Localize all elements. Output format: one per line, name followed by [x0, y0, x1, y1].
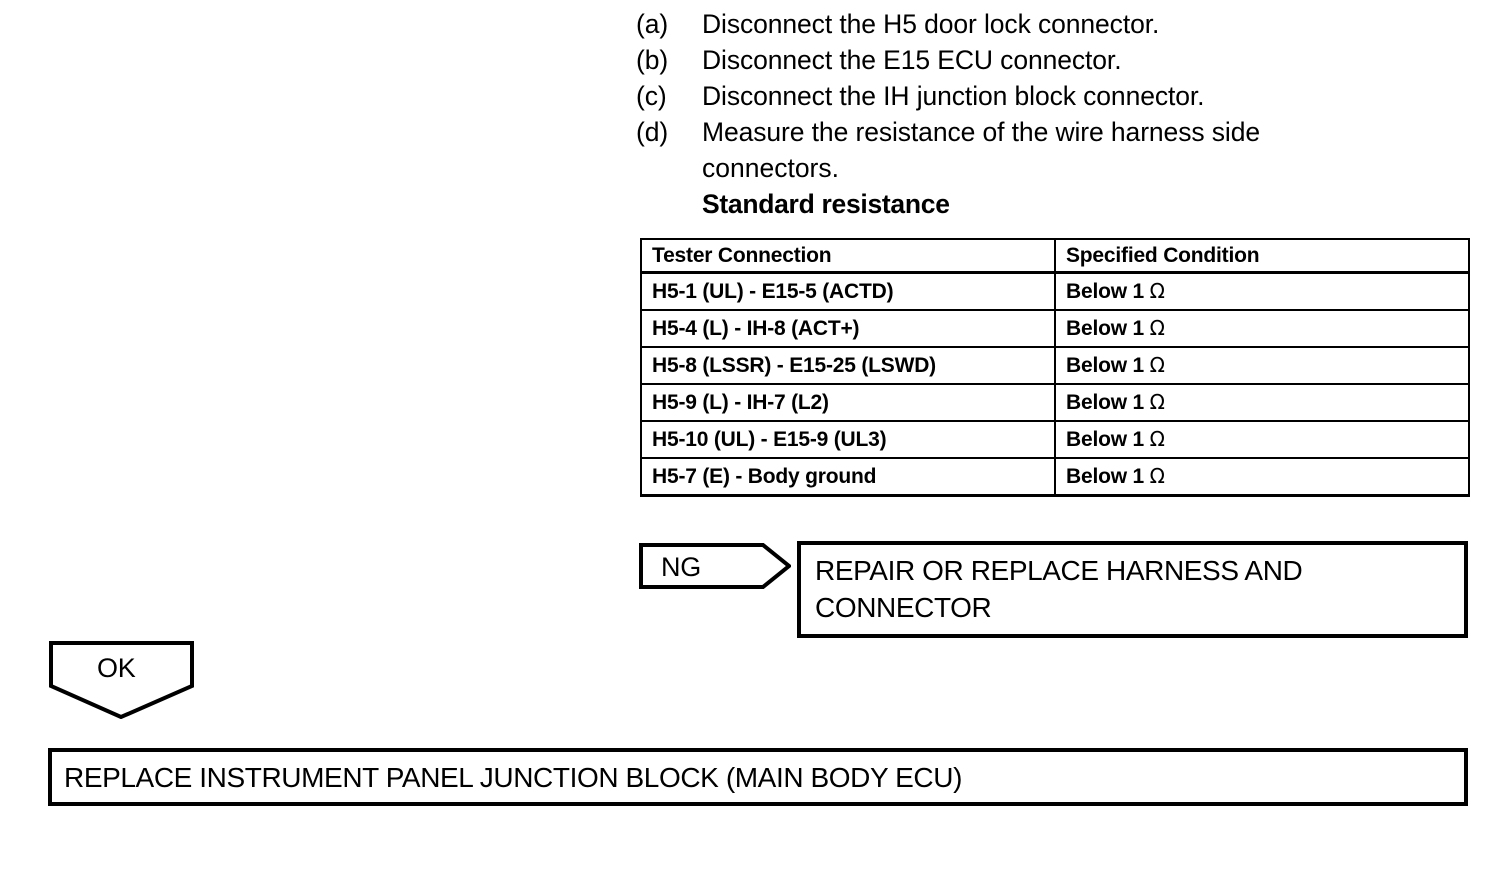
- ng-result-box: REPAIR OR REPLACE HARNESS AND CONNECTOR: [797, 541, 1468, 638]
- list-item: (d) Measure the resistance of the wire h…: [636, 114, 1396, 150]
- cell-tester-connection: H5-1 (UL) - E15-5 (ACTD): [640, 271, 1056, 311]
- ok-label: OK: [97, 653, 136, 683]
- condition-value: Below 1: [1066, 465, 1144, 488]
- ohm-symbol: Ω: [1149, 464, 1165, 488]
- condition-value: Below 1: [1066, 280, 1144, 303]
- ng-pentagon-icon: [639, 543, 791, 589]
- ohm-symbol: Ω: [1149, 316, 1165, 340]
- ok-pentagon-icon: [49, 641, 194, 719]
- list-item-continuation: connectors.: [702, 153, 839, 183]
- cell-tester-connection: H5-9 (L) - IH-7 (L2): [640, 383, 1056, 422]
- cell-tester-connection: H5-7 (E) - Body ground: [640, 457, 1056, 497]
- ohm-symbol: Ω: [1149, 390, 1165, 414]
- list-item-label: (c): [636, 81, 667, 111]
- table-row: H5-10 (UL) - E15-9 (UL3) Below 1 Ω: [640, 420, 1470, 459]
- table-row: H5-8 (LSSR) - E15-25 (LSWD) Below 1 Ω: [640, 346, 1470, 385]
- table-row: H5-7 (E) - Body ground Below 1 Ω: [640, 457, 1470, 497]
- ng-label: NG: [661, 552, 702, 582]
- table-row: H5-4 (L) - IH-8 (ACT+) Below 1 Ω: [640, 309, 1470, 348]
- cell-tester-connection: H5-4 (L) - IH-8 (ACT+): [640, 309, 1056, 348]
- list-item-label: (d): [636, 117, 669, 147]
- list-item-text: Disconnect the E15 ECU connector.: [702, 45, 1122, 75]
- ok-result-box: REPLACE INSTRUMENT PANEL JUNCTION BLOCK …: [48, 748, 1468, 806]
- ok-arrow-tag: [49, 641, 194, 719]
- table-row: H5-1 (UL) - E15-5 (ACTD) Below 1 Ω: [640, 271, 1470, 311]
- procedure-list: (a) Disconnect the H5 door lock connecto…: [636, 6, 1396, 222]
- table-row: H5-9 (L) - IH-7 (L2) Below 1 Ω: [640, 383, 1470, 422]
- list-item-label: (a): [636, 9, 669, 39]
- ng-arrow-tag: [639, 543, 791, 589]
- cell-specified-condition: Below 1 Ω: [1054, 457, 1470, 497]
- ok-result-text: REPLACE INSTRUMENT PANEL JUNCTION BLOCK …: [64, 762, 962, 793]
- list-item-text: Measure the resistance of the wire harne…: [702, 117, 1260, 147]
- cell-tester-connection: H5-8 (LSSR) - E15-25 (LSWD): [640, 346, 1056, 385]
- column-header-specified-condition: Specified Condition: [1054, 238, 1470, 274]
- ng-result-text: REPAIR OR REPLACE HARNESS AND CONNECTOR: [815, 555, 1303, 623]
- standard-resistance-heading: Standard resistance: [702, 189, 950, 219]
- cell-tester-connection: H5-10 (UL) - E15-9 (UL3): [640, 420, 1056, 459]
- ohm-symbol: Ω: [1149, 427, 1165, 451]
- cell-specified-condition: Below 1 Ω: [1054, 346, 1470, 385]
- condition-value: Below 1: [1066, 391, 1144, 414]
- cell-specified-condition: Below 1 Ω: [1054, 309, 1470, 348]
- condition-value: Below 1: [1066, 354, 1144, 377]
- cell-specified-condition: Below 1 Ω: [1054, 383, 1470, 422]
- list-item-text: Disconnect the H5 door lock connector.: [702, 9, 1160, 39]
- list-item: (b) Disconnect the E15 ECU connector.: [636, 42, 1396, 78]
- ohm-symbol: Ω: [1149, 279, 1165, 303]
- list-item-label: (b): [636, 45, 669, 75]
- column-header-tester-connection: Tester Connection: [640, 238, 1056, 274]
- condition-value: Below 1: [1066, 317, 1144, 340]
- list-item-text: Disconnect the IH junction block connect…: [702, 81, 1205, 111]
- cell-specified-condition: Below 1 Ω: [1054, 271, 1470, 311]
- list-item: (c) Disconnect the IH junction block con…: [636, 78, 1396, 114]
- cell-specified-condition: Below 1 Ω: [1054, 420, 1470, 459]
- standard-resistance-table: Tester Connection Specified Condition H5…: [640, 238, 1470, 497]
- list-item: (a) Disconnect the H5 door lock connecto…: [636, 6, 1396, 42]
- condition-value: Below 1: [1066, 428, 1144, 451]
- ohm-symbol: Ω: [1149, 353, 1165, 377]
- table-header-row: Tester Connection Specified Condition: [640, 238, 1470, 274]
